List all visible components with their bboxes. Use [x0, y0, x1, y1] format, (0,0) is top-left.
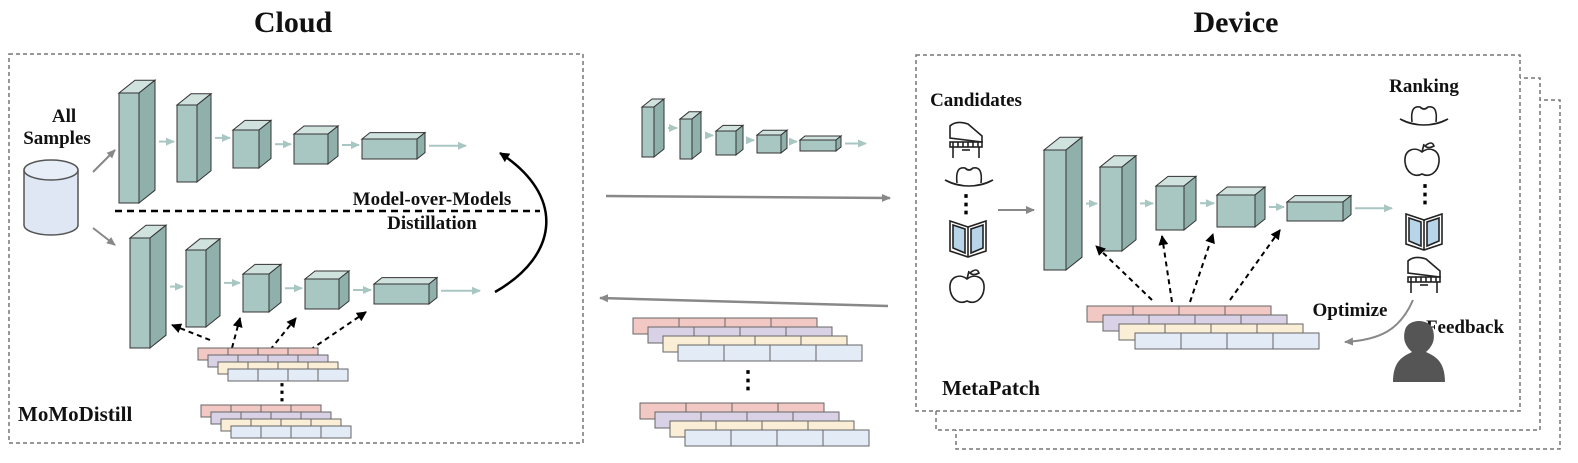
cloud-bottom-net-layer-2 — [184, 237, 222, 329]
distill-label-line1: Model-over-Models — [353, 189, 512, 210]
middle-patch-stack-2 — [639, 402, 870, 447]
optimize-label: Optimize — [1313, 300, 1388, 321]
distill-curved-arrow — [494, 151, 548, 294]
middle-net-layer-1 — [640, 97, 666, 159]
ranking-apple-icon — [1404, 142, 1440, 177]
user-icon — [1393, 321, 1445, 382]
cloud-patch-stack-1 — [197, 347, 349, 382]
metapatch-label: MetaPatch — [942, 376, 1040, 400]
middle-net-layer-2 — [678, 110, 703, 161]
ranking-ellipsis: ⋮ — [1413, 182, 1437, 208]
device-net-layer-2 — [1098, 154, 1138, 253]
candidate-piano-icon — [949, 121, 983, 158]
device-patch-arrow-1 — [1095, 245, 1153, 301]
middle-net-layer-3 — [714, 124, 745, 157]
candidates-label: Candidates — [930, 90, 1022, 111]
cloud-to-device-arrow — [605, 193, 891, 202]
candidate-book-icon — [949, 219, 987, 258]
candidates-ellipsis: ⋮ — [954, 192, 978, 218]
feedback-label: Feedback — [1426, 317, 1505, 338]
cloud-title: Cloud — [254, 6, 333, 39]
device-patch-stack — [1086, 305, 1320, 350]
middle-patch-stack-1 — [632, 317, 863, 362]
cloud-patch-arrow-2 — [231, 317, 243, 349]
cloud-bottom-net-layer-1 — [128, 224, 168, 350]
samples-arrow-bottom — [92, 227, 116, 246]
candidate-hat-icon — [944, 166, 994, 187]
cloud-bottom-net-layer-3 — [241, 263, 283, 314]
cloud-top-net-layer-5 — [360, 131, 427, 161]
database-icon — [23, 159, 79, 236]
all-samples-label-line1: All — [52, 106, 76, 127]
cloud-bottom-net-layer-4 — [303, 269, 351, 311]
device-patch-arrow-2 — [1158, 235, 1173, 303]
distill-label-line2: Distillation — [387, 213, 477, 234]
ranking-label: Ranking — [1389, 76, 1459, 97]
cloud-patch-ellipsis: ⋮ — [271, 379, 293, 404]
cloud-patch-arrow-4 — [309, 311, 367, 351]
device-net-layer-4 — [1215, 185, 1267, 229]
momodistill-label: MoMoDistill — [18, 402, 132, 426]
ranking-piano-icon — [1407, 256, 1441, 293]
ranking-book-icon — [1405, 212, 1443, 251]
cloud-patch-arrow-3 — [269, 317, 297, 351]
optimize-arrow — [1344, 299, 1414, 346]
cloud-patch-arrow-1 — [171, 323, 211, 341]
cloud-top-net-layer-4 — [292, 124, 340, 166]
device-net-layer-3 — [1154, 175, 1198, 232]
all-samples-label-line2: Samples — [23, 128, 91, 149]
candidate-apple-icon — [949, 269, 985, 304]
cloud-bottom-net-layer-5 — [372, 276, 439, 306]
device-net-layer-1 — [1042, 136, 1084, 272]
device-title: Device — [1194, 6, 1279, 39]
middle-net-layer-4 — [755, 129, 789, 155]
device-to-cloud-arrow — [599, 294, 889, 308]
cloud-patch-stack-2 — [200, 404, 352, 439]
cloud-top-net-layer-3 — [231, 119, 273, 170]
samples-arrow-top — [92, 149, 116, 173]
middle-net-layer-5 — [798, 134, 843, 153]
ranking-hat-icon — [1399, 105, 1449, 126]
device-net-layer-5 — [1285, 194, 1353, 223]
cloud-top-net-layer-1 — [117, 79, 157, 205]
cloud-top-net-layer-2 — [175, 92, 213, 184]
cloud-box — [8, 53, 584, 444]
middle-patch-ellipsis: ⋮ — [736, 368, 760, 394]
device-patch-arrow-3 — [1189, 233, 1215, 303]
